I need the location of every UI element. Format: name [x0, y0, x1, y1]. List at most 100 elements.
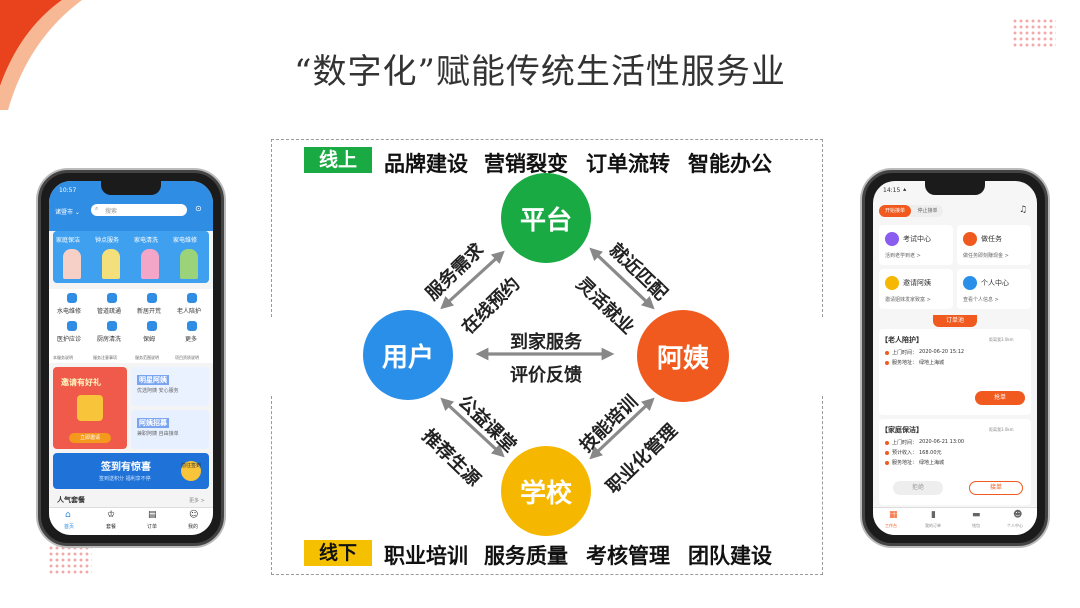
- banner-item: 家电维修: [173, 237, 198, 244]
- menu-title: 个人中心: [981, 279, 1009, 287]
- grid-label: 管道疏通: [97, 308, 122, 315]
- invite-card-title: 邀请有好礼: [61, 378, 101, 387]
- nanny-icon[interactable]: [147, 321, 157, 331]
- order-time-label: 上门时间：: [892, 350, 918, 356]
- online-frame: [271, 139, 823, 317]
- toggle-start[interactable]: 开始接单: [879, 205, 911, 217]
- toggle-stop[interactable]: 停止接单: [917, 208, 938, 214]
- elder-icon[interactable]: [187, 293, 197, 303]
- home-icon[interactable]: ⌂: [65, 510, 71, 520]
- accept-order-button[interactable]: 接单: [969, 481, 1023, 495]
- star-auntie-title: 明星阿姨: [137, 375, 169, 385]
- medical-icon[interactable]: [67, 321, 77, 331]
- reject-order-button[interactable]: 拒绝: [893, 481, 943, 495]
- menu-title: 做任务: [981, 235, 1002, 243]
- more-grid-icon[interactable]: [187, 321, 197, 331]
- menu-card-exam[interactable]: 考试中心 活到老学到老 >: [879, 225, 953, 265]
- left-phone-frame: 10:57 诸暨市 ⌄ ⌕ 搜索 ⊙ 家庭保洁 钟点服务 家电清洗 家电维修 水…: [38, 170, 224, 546]
- search-input[interactable]: ⌕ 搜索: [91, 204, 187, 216]
- tab-wallet[interactable]: 钱包: [972, 523, 980, 528]
- dot-pattern-bottom-left: [48, 545, 92, 575]
- invite-card-button[interactable]: 立即邀请: [69, 433, 111, 443]
- clock-icon: [885, 351, 889, 355]
- location-icon: [885, 461, 889, 465]
- order-card[interactable]: 【家庭保洁】 距离我3.0km 上门时间： 2020-06-21 13:00 预…: [879, 419, 1031, 505]
- tab-orders[interactable]: 订单: [147, 524, 158, 530]
- bell-icon[interactable]: ♫: [1019, 205, 1028, 215]
- menu-card-invite[interactable]: 邀请阿姨 邀请姐妹发家致富 >: [879, 269, 953, 309]
- menu-sub: 活到老学到老 >: [885, 253, 921, 259]
- service-grid: 水电维修 管道疏通 新居开荒 老人陪护 医护应诊 厨房清洗 保姆 更多: [49, 289, 213, 353]
- banner-item: 钟点服务: [95, 237, 120, 244]
- service-banner[interactable]: 家庭保洁 钟点服务 家电清洗 家电维修: [53, 231, 209, 283]
- grab-order-button[interactable]: 抢单: [975, 391, 1025, 405]
- tab-personal-center[interactable]: 个人中心: [1007, 523, 1023, 528]
- tab-home[interactable]: 首页: [64, 524, 75, 530]
- search-placeholder: 搜索: [105, 208, 118, 215]
- kitchen-icon[interactable]: [107, 321, 117, 331]
- sign-in-button[interactable]: 前往签到: [181, 461, 201, 481]
- order-addr-label: 服务地址：: [892, 460, 918, 466]
- search-icon: ⌕: [95, 205, 99, 212]
- popular-section-title: 人气套餐: [57, 496, 85, 504]
- sign-in-sub: 签到送积分 福利享不停: [99, 476, 151, 482]
- wallet-icon[interactable]: ▬: [972, 510, 981, 520]
- notice-bar: 本服务说明 服务注意事项 服务范围说明 项目资质说明: [49, 353, 213, 363]
- order-icon[interactable]: ▤: [148, 510, 157, 520]
- menu-card-profile[interactable]: 个人中心 查看个人信息 >: [957, 269, 1031, 309]
- profile-icon[interactable]: ☺: [189, 510, 199, 520]
- menu-card-task[interactable]: 做任务 做任务即刻赚现金 >: [957, 225, 1031, 265]
- tab-my-orders[interactable]: 我的订单: [925, 523, 941, 528]
- star-icon: [885, 276, 899, 290]
- house-icon[interactable]: [147, 293, 157, 303]
- clock-icon: [885, 441, 889, 445]
- package-icon[interactable]: ♔: [107, 510, 116, 520]
- order-distance: 距离我3.0km: [989, 427, 1014, 432]
- workbench-icon[interactable]: ▦: [889, 510, 898, 520]
- banner-item: 家庭保洁: [56, 237, 81, 244]
- popular-more-link[interactable]: 更多 >: [189, 498, 205, 504]
- offline-item: 服务质量: [484, 544, 568, 568]
- order-distance: 距离我3.0km: [989, 337, 1014, 342]
- left-tab-bar: ⌂ 首页 ♔ 套餐 ▤ 订单 ☺ 我的: [49, 507, 213, 535]
- grid-label: 更多: [185, 336, 198, 343]
- online-item: 智能办公: [688, 152, 772, 176]
- star-auntie-card[interactable]: 明星阿姨 优选阿姨 安心服务: [131, 367, 209, 406]
- tab-package[interactable]: 套餐: [106, 524, 117, 530]
- tab-workbench[interactable]: 工作台: [885, 523, 897, 528]
- order-card[interactable]: 【老人陪护】 距离我3.0km 上门时间： 2020-06-20 15:12 服…: [879, 329, 1031, 415]
- sign-in-banner[interactable]: 签到有惊喜 签到送积分 福利享不停 前往签到: [53, 453, 209, 489]
- invite-card[interactable]: 邀请有好礼 立即邀请: [53, 367, 127, 449]
- banner-item: 家电清洗: [134, 237, 159, 244]
- city-selector[interactable]: 诸暨市 ⌄: [55, 209, 80, 216]
- task-icon: [963, 232, 977, 246]
- wrench-icon[interactable]: [67, 293, 77, 303]
- order-addr: 绿地上海城: [919, 360, 945, 366]
- bookmark-icon[interactable]: ▮: [931, 510, 936, 520]
- order-addr: 绿地上海城: [919, 460, 945, 466]
- offline-frame: [271, 396, 823, 575]
- recruit-card[interactable]: 阿姨招募 兼职阿姨 自由接单: [131, 410, 209, 449]
- tab-mine[interactable]: 我的: [188, 524, 199, 530]
- notice-item: 服务注意事项: [93, 355, 117, 360]
- grid-label: 医护应诊: [57, 336, 82, 343]
- order-income: 168.00元: [919, 450, 942, 456]
- grid-label: 水电维修: [57, 308, 82, 315]
- edge-label-home-service: 到家服务: [510, 332, 582, 353]
- accept-toggle[interactable]: 开始接单 停止接单: [879, 205, 943, 217]
- order-pool-tab[interactable]: 订单池: [933, 315, 977, 327]
- online-item: 品牌建设: [384, 152, 468, 176]
- offline-tag: 线下: [304, 540, 372, 566]
- recruit-sub: 兼职阿姨 自由接单: [137, 431, 179, 437]
- online-item: 订单流转: [586, 152, 670, 176]
- order-time: 2020-06-20 15:12: [919, 349, 965, 355]
- status-time: 10:57: [59, 187, 77, 194]
- order-time: 2020-06-21 13:00: [919, 439, 965, 445]
- recruit-title: 阿姨招募: [137, 418, 169, 428]
- grid-label: 保姆: [143, 336, 156, 343]
- user-icon[interactable]: ☻: [1013, 510, 1023, 520]
- scan-icon[interactable]: ⊙: [195, 204, 202, 213]
- arrow-auntie-school: [589, 397, 655, 460]
- pipe-icon[interactable]: [107, 293, 117, 303]
